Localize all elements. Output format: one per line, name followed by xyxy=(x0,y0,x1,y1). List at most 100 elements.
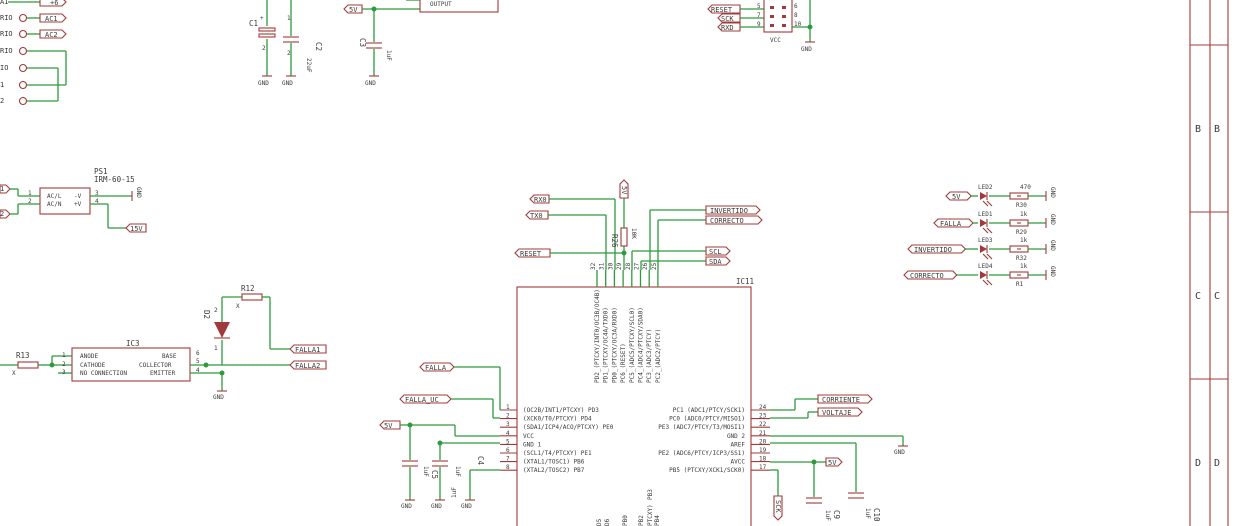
gnd-header: GND xyxy=(801,46,812,53)
led-net-label: CORRECTO xyxy=(910,272,944,280)
power-supply-ps1: 1 2 PS1 IRM-60-15 1 2 AC/L AC/N -V +V 3 … xyxy=(0,167,147,233)
ps1-ref: PS1 xyxy=(94,167,108,176)
net-falla1: FALLA1 xyxy=(295,346,320,354)
r13-ref: R13 xyxy=(16,351,30,360)
net-falla2: FALLA2 xyxy=(295,362,320,370)
ic11-left-pin-name: (SDA1/ICP4/ACO/PTCXY) PE0 xyxy=(523,424,614,431)
svg-text:2: 2 xyxy=(262,45,266,52)
net-invertido-ic: INVERTIDO xyxy=(710,207,748,215)
ic11-right-pin-num: 22 xyxy=(759,421,767,428)
ic11-top-pin-num: 28 xyxy=(625,262,632,270)
svg-text:3: 3 xyxy=(62,369,66,376)
ic11-right-pin-name: PC1 (ADC1/PTCY/SCK1) xyxy=(673,407,745,414)
ic3-collector: COLLECTOR xyxy=(139,362,172,369)
svg-text:2: 2 xyxy=(0,210,4,218)
ic11-top-pin-name: PC3_(ADC3/PTCY) xyxy=(646,329,653,383)
capacitor-c1: C1 + 2 GND xyxy=(249,0,276,87)
header-pin-5: 5 xyxy=(757,3,761,10)
ic11-top-pin-name: PC4_(ADC4/PTCXY/SDA0) xyxy=(638,307,645,383)
svg-text:1: 1 xyxy=(62,352,66,359)
ic11-left-pin-num: 5 xyxy=(506,438,510,445)
ic11-top-pin-num: 32 xyxy=(590,262,597,270)
net-corriente: CORRIENTE xyxy=(822,396,860,404)
svg-text:2: 2 xyxy=(28,198,32,205)
output-label: OUTPUT xyxy=(430,1,452,8)
c5-value: 1uF xyxy=(454,466,461,477)
ic11-right-pin-name: GND 2 xyxy=(727,433,745,440)
led-res-ref: R30 xyxy=(1016,202,1027,209)
edge-label-1: 1 xyxy=(0,81,4,89)
ic3-anode: ANODE xyxy=(80,353,98,360)
ic11-right-pin-num: 20 xyxy=(759,438,767,445)
svg-text:1: 1 xyxy=(0,185,4,193)
ic11-left-pin-name: VCC xyxy=(523,433,534,440)
frame-letter-d1: D xyxy=(1195,458,1201,469)
edge-label-rio-2: RIO xyxy=(0,30,13,38)
left-connector-block: AI +6 RIO AC1 RIO AC2 RIO IO 1 2 xyxy=(0,0,67,106)
isp-header: RESET SCK RXD 4 5 7 9 6 8 10 VCC GND xyxy=(707,0,815,53)
ic11-top-pin-name: PC5_(ADC5/PTCXY/SCL0) xyxy=(629,307,636,383)
net-ac2-top: AC2 xyxy=(45,31,58,39)
net-sck-ic: SCK xyxy=(774,500,782,513)
svg-text:1: 1 xyxy=(28,190,32,197)
edge-label-plus6: +6 xyxy=(50,0,58,7)
ic11-right-pin-name: AVCC xyxy=(731,459,746,466)
ps1-acn: AC/N xyxy=(47,201,62,208)
ic3-ref: IC3 xyxy=(126,339,140,348)
net-reset-header: RESET xyxy=(711,6,733,14)
ic11-right-pin-name: PE2 (ADC6/PTCY/ICP3/SS1) xyxy=(658,450,745,457)
frame-letter-c1: C xyxy=(1195,291,1201,302)
header-pin-10: 10 xyxy=(794,21,802,28)
net-sda: SDA xyxy=(709,258,722,266)
ic11-left-pin-name: (OC2B/INT1/PTCXY) PD3 xyxy=(523,407,599,414)
svg-text:2: 2 xyxy=(214,307,218,314)
led-gnd: GND xyxy=(1049,187,1056,198)
net-rx0: RX0 xyxy=(534,196,547,204)
edge-label-rio-1: RIO xyxy=(0,14,13,22)
ic11-top-pin-name: PC2_(ADC2/PTCY) xyxy=(655,329,662,383)
net-5v-reset: 5V xyxy=(620,186,628,195)
gnd-ic11-right: GND xyxy=(894,449,905,456)
gnd-ps1: GND xyxy=(135,187,142,198)
ps1-acl: AC/L xyxy=(47,193,62,200)
r13-pin: X xyxy=(12,370,16,377)
net-5v-vcc: 5V xyxy=(384,422,393,430)
header-pin-8: 8 xyxy=(794,12,798,19)
svg-text:4: 4 xyxy=(196,367,200,374)
ic11-left-pin-name: GND 1 xyxy=(523,441,541,448)
header-pin-9: 9 xyxy=(757,21,761,28)
d2-ref: D2 xyxy=(202,310,211,319)
ic11-right-pin-num: 19 xyxy=(759,447,767,454)
header-pin-4: 4 xyxy=(794,0,798,1)
ps1-neg: -V xyxy=(74,193,82,200)
ic11-left-pin-num: 3 xyxy=(506,421,510,428)
svg-text:2: 2 xyxy=(287,50,291,57)
ic11-right-pin-num: 24 xyxy=(759,404,767,411)
ic11-right-pin-num: 18 xyxy=(759,456,767,463)
led-net-label: 5V xyxy=(952,193,961,201)
edge-label-rio-3: RIO xyxy=(0,47,13,55)
ic11-left-pin-num: 4 xyxy=(506,430,510,437)
ic11-right-pin-name: PE3 (ADC7/PTCY/T3/MOSI1) xyxy=(658,424,745,431)
r26-ref: R26 xyxy=(610,234,619,248)
led-ref: LED1 xyxy=(978,211,993,218)
led-res-value: 1k xyxy=(1020,211,1028,218)
ic11-right-pin-num: 23 xyxy=(759,413,767,420)
ps1-pos: +V xyxy=(74,201,82,208)
net-15v: 15V xyxy=(130,225,143,233)
frame-letter-d2: D xyxy=(1214,458,1220,469)
ic11-top-pin-num: 31 xyxy=(599,262,606,270)
ic11-left-pin-num: 8 xyxy=(506,464,510,471)
ic11-bottom-pin-name: D6 xyxy=(604,518,611,526)
ic11-top-pin-num: 25 xyxy=(651,262,658,270)
led-res-ref: R1 xyxy=(1016,281,1024,288)
c3-value: 1uF xyxy=(385,50,392,61)
ic11-bottom-pin-name: PB0 xyxy=(622,515,629,526)
ic11-right-pin-num: 17 xyxy=(759,464,767,471)
edge-label-2: 2 xyxy=(0,97,4,105)
net-ac1-top: AC1 xyxy=(45,15,58,23)
c2-value: 22uF xyxy=(305,58,312,73)
cap-vcc-value: 1uF xyxy=(422,466,429,477)
gnd-c2: GND xyxy=(282,80,293,87)
net-sck-header: SCK xyxy=(721,15,734,23)
